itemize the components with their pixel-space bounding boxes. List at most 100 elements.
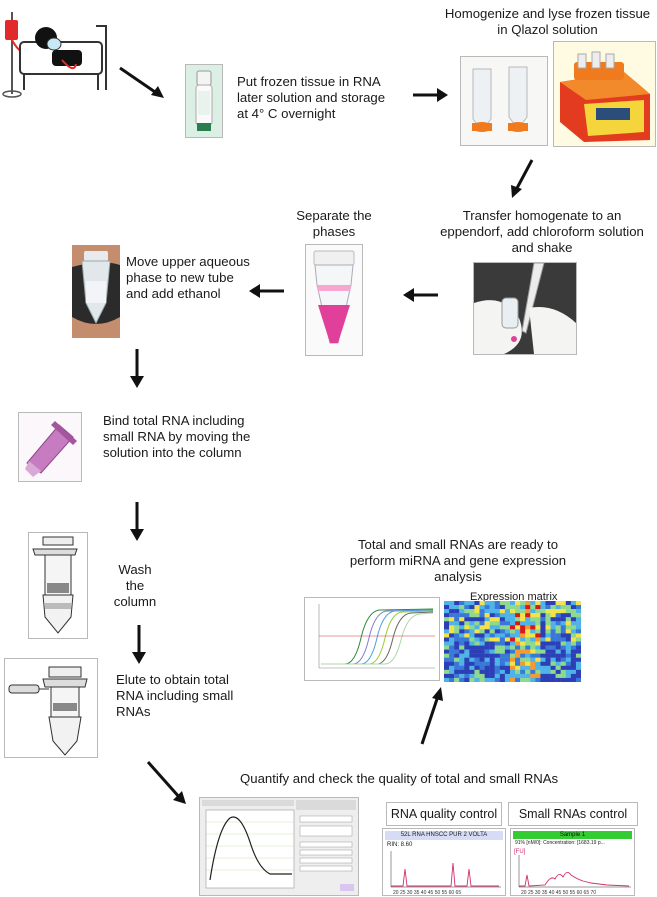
- heatmap-cell: [494, 669, 501, 675]
- heatmap-cell: [504, 645, 511, 650]
- heatmap-cell: [565, 649, 572, 654]
- heatmap-cell: [454, 661, 460, 666]
- heatmap-cell: [469, 637, 475, 642]
- heatmap-cell: [575, 637, 581, 642]
- heatmap-cell: [459, 669, 465, 675]
- heatmap-cell: [509, 645, 516, 650]
- heatmap-cell: [504, 641, 511, 646]
- heatmap-cell: [454, 665, 460, 671]
- heatmap-cell: [570, 649, 577, 654]
- heatmap-cell: [520, 625, 526, 630]
- heatmap-cell: [479, 669, 485, 675]
- heatmap-cell: [545, 641, 551, 646]
- heatmap-cell: [515, 605, 521, 610]
- heatmap-cell: [504, 621, 511, 626]
- heatmap-cell: [454, 673, 460, 679]
- heatmap-cell: [479, 621, 485, 626]
- small-rnas-label: Small RNAs control: [518, 807, 628, 821]
- heatmap-cell: [444, 677, 450, 682]
- spectrophotometer-screen: [199, 797, 359, 896]
- heatmap-cell: [469, 657, 475, 662]
- small-rnas-label-box: Small RNAs control: [508, 802, 638, 826]
- heatmap-cell: [520, 661, 526, 666]
- heatmap-cell: [484, 601, 490, 606]
- heatmap-cell: [530, 657, 536, 662]
- heatmap-cell: [449, 629, 455, 634]
- heatmap-cell: [494, 641, 501, 646]
- heatmap-cell: [560, 625, 566, 630]
- heatmap-cell: [555, 653, 561, 658]
- heatmap-cell: [550, 625, 556, 630]
- heatmap-cell: [515, 601, 521, 606]
- heatmap-cell: [535, 621, 541, 626]
- heatmap-cell: [509, 661, 516, 666]
- heatmap-cell: [525, 641, 531, 646]
- heatmap-cell: [459, 645, 465, 650]
- heatmap-cell: [535, 673, 541, 679]
- heatmap-cell: [575, 657, 581, 662]
- step-put-frozen-text: Put frozen tissue in RNA later solution …: [237, 74, 386, 121]
- heatmap-cell: [464, 669, 470, 675]
- heatmap-cell: [560, 609, 566, 614]
- heatmap-cell: [545, 613, 551, 618]
- heatmap-cell: [499, 629, 506, 634]
- heatmap-cell: [459, 621, 465, 626]
- heatmap-cell: [565, 677, 572, 682]
- heatmap-cell: [515, 657, 521, 662]
- heatmap-cell: [520, 605, 526, 610]
- heatmap-cell: [575, 621, 581, 626]
- heatmap-cell: [525, 629, 531, 634]
- heatmap-cell: [525, 617, 531, 622]
- heatmap-cell: [459, 633, 465, 638]
- heatmap-cell: [540, 673, 546, 679]
- heatmap-cell: [575, 649, 581, 654]
- heatmap-cell: [565, 621, 572, 626]
- heatmap-cell: [449, 621, 455, 626]
- heatmap-cell: [550, 601, 556, 606]
- heatmap-cell: [459, 613, 465, 618]
- heatmap-cell: [474, 677, 480, 682]
- step-quantify-text: Quantify and check the quality of total …: [240, 771, 559, 786]
- heatmap-cell: [535, 625, 541, 630]
- heatmap-cell: [560, 677, 566, 682]
- heatmap-cell: [454, 633, 460, 638]
- heatmap-cell: [530, 673, 536, 679]
- heatmap-cell: [525, 673, 531, 679]
- heatmap-cell: [530, 645, 536, 650]
- heatmap-cell: [449, 645, 455, 650]
- heatmap-cell: [504, 617, 511, 622]
- heatmap-cell: [484, 629, 490, 634]
- heatmap-cell: [494, 653, 501, 658]
- heatmap-cell: [469, 609, 475, 614]
- small-rnas-header: Sample 1: [513, 831, 632, 839]
- heatmap-cell: [575, 673, 581, 679]
- heatmap-cell: [550, 673, 556, 679]
- heatmap-cell: [489, 649, 495, 654]
- heatmap-cell: [515, 677, 521, 682]
- heatmap-cell: [530, 669, 536, 675]
- heatmap-cell: [489, 633, 495, 638]
- heatmap-cell: [575, 613, 581, 618]
- fu-axis-label: [FU]: [514, 849, 526, 855]
- heatmap-cell: [565, 645, 572, 650]
- heatmap-cell: [525, 633, 531, 638]
- heatmap-cell: [479, 673, 485, 679]
- heatmap-cell: [520, 637, 526, 642]
- heatmap-cell: [464, 609, 470, 614]
- heatmap-cell: [570, 617, 577, 622]
- heatmap-cell: [449, 613, 455, 618]
- heatmap-cell: [570, 637, 577, 642]
- heatmap-cell: [525, 653, 531, 658]
- heatmap-cell: [545, 617, 551, 622]
- heatmap-cell: [550, 609, 556, 614]
- heatmap-cell: [535, 633, 541, 638]
- heatmap-cell: [520, 649, 526, 654]
- heatmap-cell: [560, 613, 566, 618]
- heatmap-cell: [489, 617, 495, 622]
- heatmap-cell: [499, 633, 506, 638]
- heatmap-cell: [560, 601, 566, 606]
- heatmap-cell: [494, 617, 501, 622]
- heatmap-cell: [504, 665, 511, 671]
- heatmap-cell: [565, 609, 572, 614]
- heatmap-cell: [499, 669, 506, 675]
